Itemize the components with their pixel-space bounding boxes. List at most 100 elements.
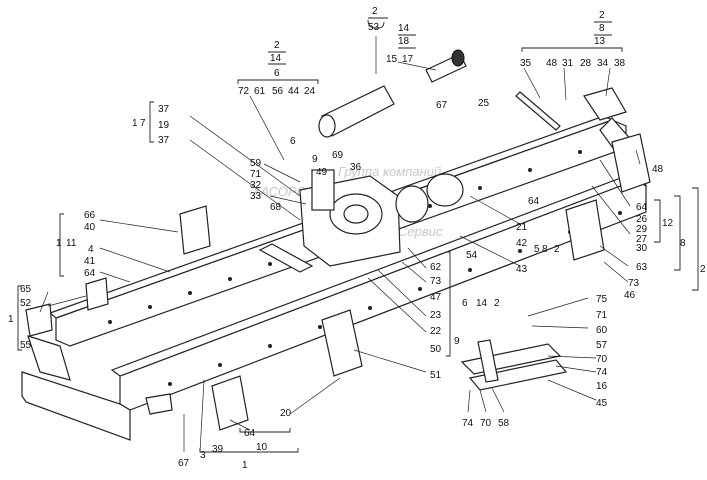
callout-66: 66 <box>84 210 96 221</box>
bracket-38 <box>583 87 627 121</box>
callout-1: 1 <box>242 460 248 471</box>
callout-9: 9 <box>312 154 318 165</box>
callout-8: 8 <box>680 238 686 249</box>
bracket-63 <box>565 199 605 261</box>
callout-32: 32 <box>250 180 262 191</box>
callout-56: 56 <box>272 86 284 97</box>
callout-75: 75 <box>596 294 608 305</box>
bracket-39 <box>211 375 249 431</box>
callout-54: 54 <box>466 250 478 261</box>
callout-26: 26 <box>636 214 648 225</box>
callout-8: 8 <box>542 244 548 255</box>
callout-70: 70 <box>596 354 608 365</box>
callout-20: 20 <box>280 408 292 419</box>
callout-62: 62 <box>430 262 442 273</box>
callout-2: 2 <box>494 298 500 309</box>
leader-lines <box>39 36 641 453</box>
plate-assembly-16-45 <box>460 339 568 391</box>
callout-74: 74 <box>462 418 474 429</box>
callout-1: 1 <box>132 118 138 129</box>
components <box>25 49 651 431</box>
callout-14: 14 <box>398 23 410 34</box>
callout-1: 1 <box>56 238 62 249</box>
callout-5: 5 <box>534 244 540 255</box>
callout-27: 27 <box>636 234 648 245</box>
callout-19: 19 <box>158 120 170 131</box>
callout-10: 10 <box>256 442 268 453</box>
callout-2: 2 <box>599 10 605 21</box>
rear-cross-member <box>21 371 131 441</box>
bracket-65 <box>25 303 53 337</box>
callout-67: 67 <box>436 100 448 111</box>
callout-64: 64 <box>528 196 540 207</box>
callout-63: 63 <box>636 262 648 273</box>
clip-3 <box>145 393 173 415</box>
sleeve-part-53 <box>318 85 395 138</box>
callout-31: 31 <box>562 58 574 69</box>
callout-43: 43 <box>516 264 528 275</box>
callout-58: 58 <box>498 418 510 429</box>
callout-2: 2 <box>274 40 280 51</box>
callout-4: 4 <box>88 244 94 255</box>
callout-46: 46 <box>624 290 636 301</box>
callout-17: 17 <box>402 54 414 65</box>
callout-14: 14 <box>270 53 282 64</box>
callout-64: 64 <box>84 268 96 279</box>
callout-39: 39 <box>212 444 224 455</box>
callout-36: 36 <box>350 162 362 173</box>
callout-44: 44 <box>288 86 300 97</box>
callout-52: 52 <box>20 298 32 309</box>
callout-6: 6 <box>290 136 296 147</box>
callout-71: 71 <box>596 310 608 321</box>
callout-37: 37 <box>158 135 170 146</box>
callout-9: 9 <box>454 336 460 347</box>
callout-16: 16 <box>596 381 608 392</box>
callout-42: 42 <box>516 238 528 249</box>
rear-bumper-plate <box>27 335 71 381</box>
callout-30: 30 <box>636 243 648 254</box>
callout-73: 73 <box>430 276 442 287</box>
callout-13: 13 <box>594 36 606 47</box>
cross-bar-25 <box>515 91 561 131</box>
callout-6: 6 <box>462 298 468 309</box>
callout-1: 1 <box>8 314 14 325</box>
callout-69: 69 <box>332 150 344 161</box>
callout-73: 73 <box>628 278 640 289</box>
callout-21: 21 <box>516 222 528 233</box>
callout-72: 72 <box>238 86 250 97</box>
frame-assembly <box>21 115 647 441</box>
bracket-66 <box>179 205 211 255</box>
callout-35: 35 <box>520 58 532 69</box>
callout-34: 34 <box>597 58 609 69</box>
callout-6: 6 <box>274 68 280 79</box>
callout-22: 22 <box>430 326 442 337</box>
bracket-52 <box>85 277 109 311</box>
callout-25: 25 <box>478 98 490 109</box>
callout-74: 74 <box>596 367 608 378</box>
callout-38: 38 <box>614 58 626 69</box>
callout-41: 41 <box>84 256 96 267</box>
callout-3: 3 <box>200 450 206 461</box>
callout-2: 2 <box>700 264 706 275</box>
callout-65: 65 <box>20 284 32 295</box>
callout-7: 7 <box>140 118 146 129</box>
callout-23: 23 <box>430 310 442 321</box>
callout-71: 71 <box>250 169 262 180</box>
callout-18: 18 <box>398 36 410 47</box>
callout-29: 29 <box>636 224 648 235</box>
coupling-assembly <box>299 169 464 267</box>
callout-48: 48 <box>546 58 558 69</box>
middle-cross-member <box>258 243 314 273</box>
callout-33: 33 <box>250 191 262 202</box>
callout-labels: 2 53 14 18 15 17 2 8 13 35 48 31 28 34 3… <box>8 6 706 471</box>
callout-57: 57 <box>596 340 608 351</box>
callout-24: 24 <box>304 86 316 97</box>
callout-45: 45 <box>596 398 608 409</box>
callout-11: 11 <box>66 238 77 249</box>
callout-67: 67 <box>178 458 190 469</box>
callout-51: 51 <box>430 370 442 381</box>
callout-64: 64 <box>244 428 256 439</box>
callout-50: 50 <box>430 344 442 355</box>
callout-48: 48 <box>652 164 664 175</box>
